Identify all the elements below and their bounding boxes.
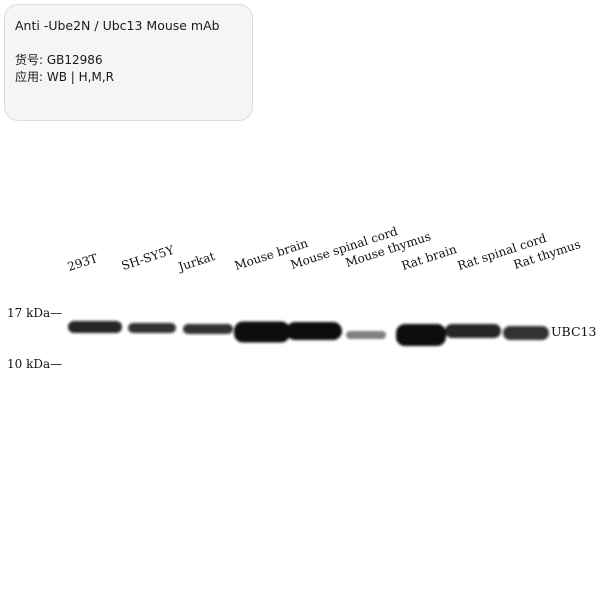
blot-band-rat-brain <box>396 324 446 346</box>
blot-band-mouse-brain <box>234 321 290 343</box>
blot-band-sh-sy5y <box>128 323 176 333</box>
blot-band-rat-thymus <box>503 326 549 340</box>
blot-band-mouse-spinal-cord <box>286 322 342 340</box>
blot-band-mouse-thymus <box>346 331 386 339</box>
marker-10-kda: 10 kDa— <box>7 357 63 371</box>
blot-band-rat-spinal-cord <box>445 324 501 338</box>
marker-17-kda: 17 kDa— <box>7 306 63 320</box>
catalog-label: 货号: <box>15 53 44 67</box>
catalog-row: 货号: GB12986 <box>15 51 103 68</box>
band-label-ubc13: UBC13 <box>551 324 597 339</box>
blot-band-293t <box>68 321 122 333</box>
application-label: 应用: <box>15 70 44 84</box>
blot-band-jurkat <box>183 324 233 334</box>
application-row: 应用: WB | H,M,R <box>15 68 114 85</box>
antibody-title: Anti -Ube2N / Ubc13 Mouse mAb <box>15 18 220 33</box>
application-value: WB | H,M,R <box>46 70 114 84</box>
antibody-info-card: Anti -Ube2N / Ubc13 Mouse mAb 货号: GB1298… <box>4 4 253 121</box>
catalog-number: GB12986 <box>46 53 103 67</box>
